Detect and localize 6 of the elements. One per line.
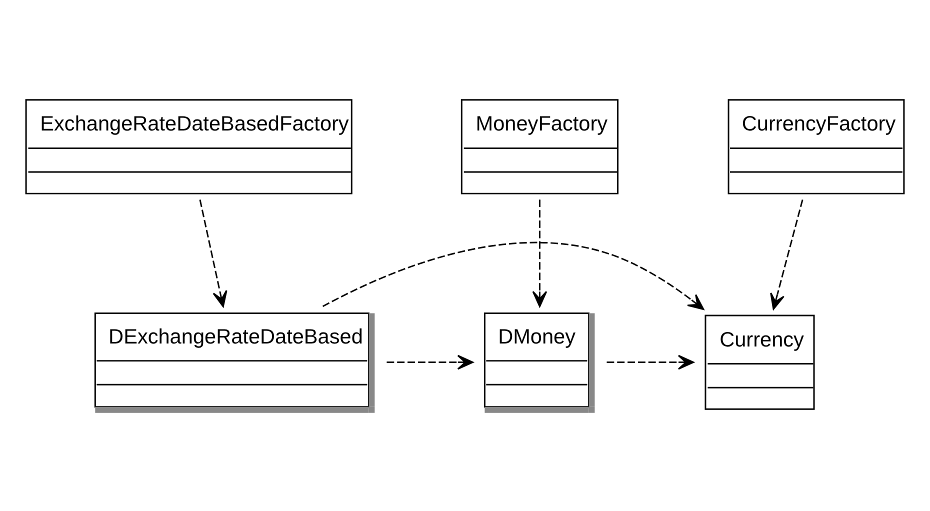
arrow <box>199 199 228 307</box>
arrow <box>606 354 694 370</box>
arrow <box>532 199 548 307</box>
arrow <box>386 354 474 370</box>
arrow <box>322 241 704 310</box>
arrow <box>770 199 804 310</box>
